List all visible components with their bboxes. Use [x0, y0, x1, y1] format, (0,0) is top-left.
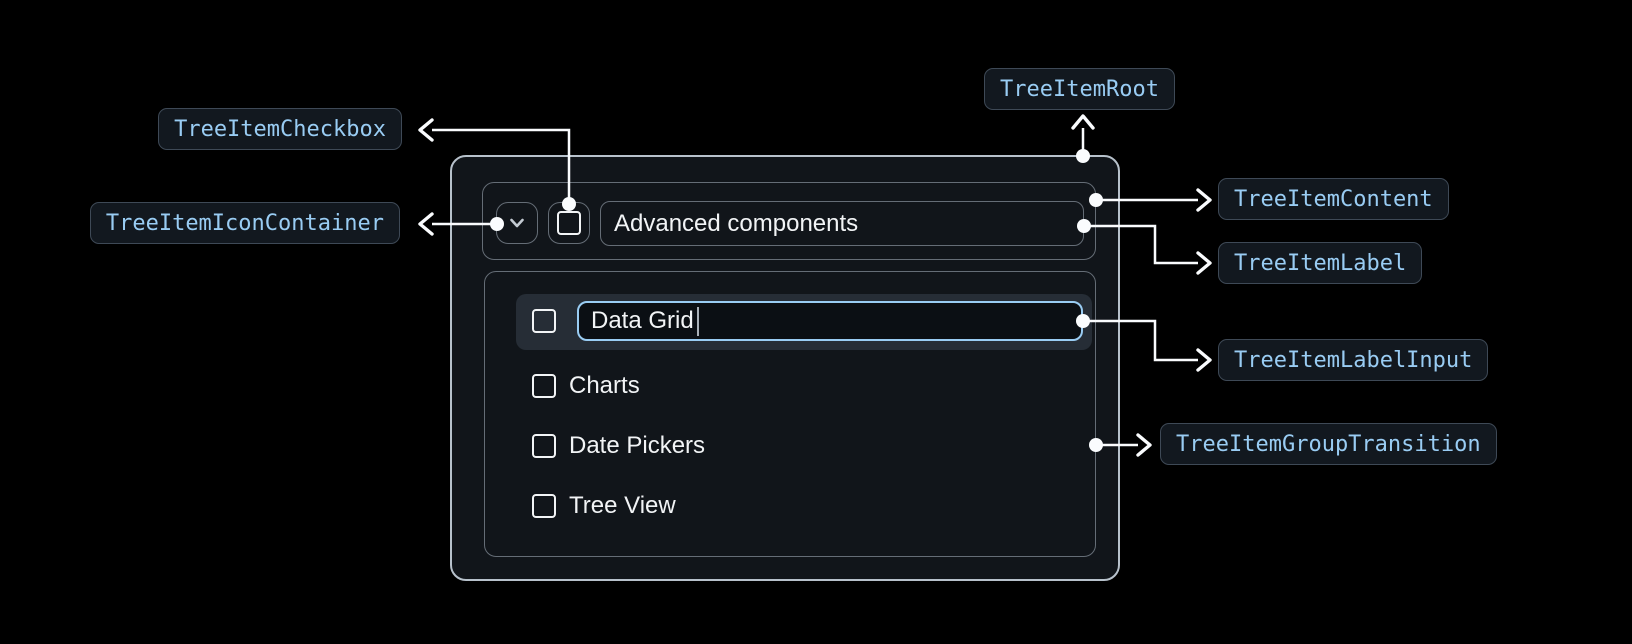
annotation-tree-item-group-transition: TreeItemGroupTransition [1160, 423, 1497, 465]
tree-item-checkbox[interactable] [532, 309, 556, 333]
annotation-tree-item-root: TreeItemRoot [984, 68, 1175, 110]
checkbox-unchecked-icon [557, 211, 581, 235]
tree-item-label-text: Tree View [569, 492, 676, 519]
tree-item-row-tree-view[interactable]: Tree View [532, 485, 676, 527]
tree-item-group-transition [484, 271, 1096, 557]
annotation-tree-item-content: TreeItemContent [1218, 178, 1449, 220]
tree-item-label-text: Date Pickers [569, 432, 706, 459]
annotation-tree-item-label-input: TreeItemLabelInput [1218, 339, 1489, 381]
tree-item-checkbox[interactable] [532, 374, 556, 398]
tree-item-label-text: Charts [569, 372, 640, 399]
tree-item-row-date-pickers[interactable]: Date Pickers [532, 425, 705, 467]
tree-item-root [450, 155, 1120, 581]
chevron-down-icon [510, 218, 524, 228]
annotation-tree-item-label: TreeItemLabel [1218, 242, 1423, 284]
tree-item-label-input[interactable]: Data Grid [577, 301, 1083, 341]
parent-item-label-text: Advanced components [614, 209, 859, 237]
label-input-value: Data Grid [591, 307, 694, 334]
tree-item-icon-container[interactable] [496, 202, 538, 244]
tree-item-row-charts[interactable]: Charts [532, 365, 640, 407]
annotation-tree-item-icon-container: TreeItemIconContainer [89, 202, 400, 244]
tree-item-content[interactable] [482, 182, 1096, 260]
text-cursor [696, 306, 700, 336]
tree-item-label[interactable]: Advanced components [600, 201, 1084, 246]
tree-item-checkbox[interactable] [532, 494, 556, 518]
tree-item-checkbox[interactable] [532, 434, 556, 458]
tree-item-checkbox[interactable] [548, 202, 590, 244]
annotation-tree-item-checkbox: TreeItemCheckbox [158, 108, 402, 150]
